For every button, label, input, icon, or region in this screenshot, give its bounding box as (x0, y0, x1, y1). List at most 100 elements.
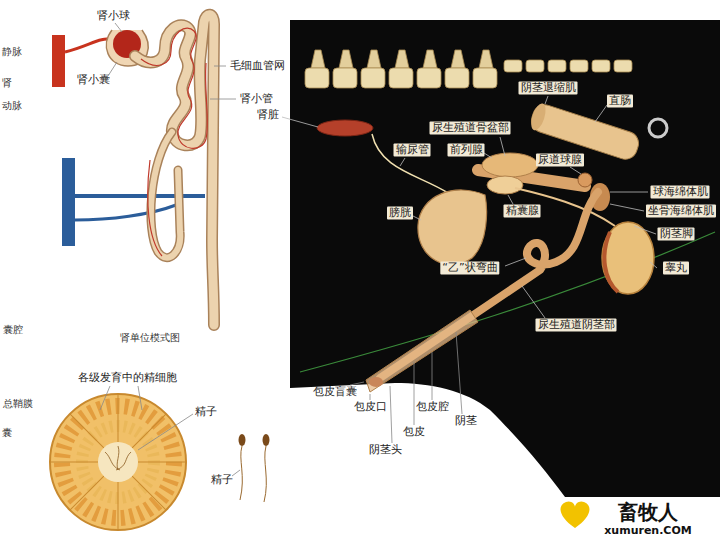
bull-anatomy (570, 60, 588, 72)
bull-anatomy (592, 60, 610, 72)
nephron-figure (52, 35, 65, 87)
part-label: 肾小管 (240, 92, 273, 105)
part-label: 尿生殖道阴茎部 (536, 318, 617, 331)
part-label: 肾小球 (97, 9, 130, 22)
leader-lines (115, 23, 122, 32)
seminiferous-tubule (50, 394, 186, 530)
leader-lines (350, 332, 462, 443)
part-label: “乙”状弯曲 (440, 261, 499, 274)
leader-lines (545, 96, 548, 104)
leader-lines (350, 382, 364, 385)
sperm-cells (239, 434, 246, 446)
part-label: 阴茎 (455, 414, 477, 427)
leader-lines (610, 204, 644, 211)
leader-lines (508, 195, 513, 204)
leader-lines (484, 153, 492, 158)
bull-anatomy (504, 60, 522, 72)
leader-lines (500, 137, 505, 156)
bull-anatomy (372, 134, 448, 193)
bull-anatomy (305, 50, 329, 88)
cut-label: 静脉 (2, 46, 22, 58)
seminiferous-tubule (98, 442, 138, 482)
part-label: 精子 (195, 405, 217, 418)
cut-label: 囊腔 (3, 324, 23, 336)
leader-lines (282, 117, 318, 127)
cut-label: 动脉 (2, 100, 22, 112)
leader-lines (522, 286, 545, 318)
part-label: 膀胱 (387, 206, 413, 219)
watermark: xumuren.COM (604, 524, 691, 537)
part-label: 精子 (211, 473, 233, 486)
part-label: 精囊腺 (504, 204, 541, 217)
cut-label: 囊 (2, 427, 12, 439)
sperm-cells (240, 446, 242, 500)
seminiferous-tubule (70, 414, 104, 448)
leader-lines (232, 470, 240, 476)
leader-lines (108, 23, 236, 99)
nephron-figure (135, 15, 214, 325)
figure-caption: 肾单位模式图 (120, 332, 180, 344)
nephron-figure (148, 160, 162, 256)
bull-anatomy (614, 60, 632, 72)
bull-anatomy (317, 120, 373, 136)
leader-lines (214, 66, 226, 67)
leader-lines (650, 262, 657, 268)
seminiferous-tubule (70, 476, 104, 510)
bull-anatomy (473, 50, 497, 88)
part-label: 肾小囊 (77, 73, 110, 86)
seminiferous-tubule (132, 476, 166, 510)
bull-anatomy (578, 173, 592, 187)
sperm-cells (263, 434, 270, 446)
leader-lines (138, 414, 193, 450)
bull-anatomy (389, 50, 413, 88)
leader-lines (100, 386, 240, 476)
seminiferous-tubule (50, 386, 240, 530)
sperm-cells (264, 446, 266, 502)
cut-label: 总鞘膜 (3, 398, 33, 410)
seminiferous-tubule (118, 482, 119, 530)
bull-anatomy (548, 60, 566, 72)
part-label: 睾丸 (663, 261, 689, 274)
part-label: 阴茎头 (369, 443, 402, 456)
seminiferous-tubule (118, 394, 119, 442)
part-label: 包皮腔 (416, 400, 449, 413)
leader-lines (282, 96, 657, 318)
bull-anatomy (418, 190, 487, 265)
nephron-figure (151, 132, 180, 258)
leader-lines (570, 167, 581, 174)
bull-anatomy (649, 119, 667, 137)
leader-lines (456, 332, 462, 414)
part-label: 阴茎退缩肌 (519, 81, 578, 94)
bull-anatomy (528, 102, 548, 132)
leader-lines (634, 226, 656, 234)
nephron-figure (52, 15, 236, 325)
watermark-logo (560, 501, 589, 528)
seminiferous-tubule (105, 446, 131, 470)
seminiferous-tubule (105, 452, 120, 470)
part-label: 包皮 (403, 425, 425, 438)
leader-lines (100, 386, 110, 410)
nephron-figure (151, 132, 180, 258)
seminiferous-tubule (50, 394, 186, 530)
leader-lines (432, 352, 433, 400)
part-label: 尿生殖道骨盆部 (430, 121, 511, 134)
leader-lines (595, 105, 607, 122)
part-label: 阴茎脚 (658, 227, 695, 240)
leader-lines (400, 158, 405, 166)
cut-label: 肾 (2, 77, 12, 89)
seminiferous-tubule (138, 462, 186, 463)
leader-lines (413, 216, 421, 220)
nephron-figure (141, 28, 207, 148)
seminiferous-tubule (116, 452, 131, 470)
part-label: 各级发育中的精细胞 (78, 371, 177, 384)
part-label: 球海绵体肌 (651, 185, 710, 198)
bull-anatomy (526, 60, 544, 72)
bull-anatomy (445, 50, 469, 88)
bull-anatomy (369, 377, 383, 387)
bull-anatomy (282, 50, 715, 443)
background-panel (290, 20, 720, 497)
nephron-figure (75, 205, 176, 220)
nephron-figure (75, 194, 205, 198)
bull-anatomy (333, 50, 357, 88)
bull-anatomy (366, 310, 478, 392)
